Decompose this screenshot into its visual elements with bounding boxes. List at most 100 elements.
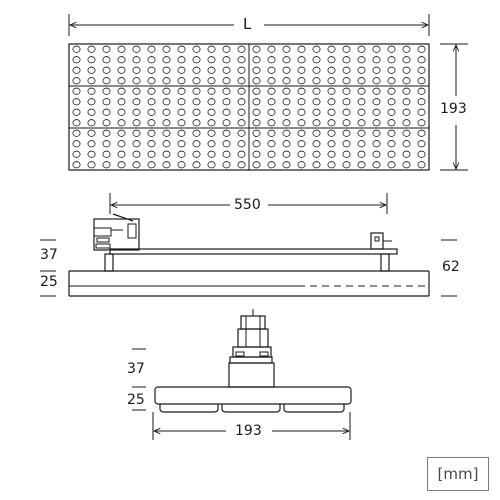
lens-dot (357, 108, 366, 116)
lens-dot (372, 150, 381, 158)
lens-dot (222, 161, 231, 169)
unit-badge: [mm] (427, 457, 489, 491)
lens-dot (282, 87, 291, 95)
lens-dot (237, 119, 246, 127)
lens-dot (132, 161, 141, 169)
lens-dot (132, 45, 141, 53)
lens-dot (327, 119, 336, 127)
lens-dot (162, 98, 171, 106)
lens-dot (252, 66, 261, 74)
lens-dot (72, 77, 81, 85)
lens-dot (267, 161, 276, 169)
lens-dot (387, 87, 396, 95)
lens-dot (402, 129, 411, 137)
lens-dot (312, 161, 321, 169)
lens-dot (147, 150, 156, 158)
lens-dot (267, 87, 276, 95)
lens-dot (342, 98, 351, 106)
lens-dot (357, 56, 366, 64)
lens-dot (237, 140, 246, 148)
lens-dot (297, 119, 306, 127)
lens-dot (102, 140, 111, 148)
lens-dot (312, 140, 321, 148)
lens-dot (207, 119, 216, 127)
lens-dot (267, 108, 276, 116)
lens-dot (102, 108, 111, 116)
lens-dot (132, 87, 141, 95)
lens-dot (342, 140, 351, 148)
lens-dot (162, 45, 171, 53)
lens-dot (342, 77, 351, 85)
lens-dot (177, 119, 186, 127)
lens-dot (207, 66, 216, 74)
lens-dot (252, 119, 261, 127)
lens-dot (207, 98, 216, 106)
lens-dot (87, 129, 96, 137)
lens-dot (87, 108, 96, 116)
lens-dot (132, 140, 141, 148)
lens-dot (102, 119, 111, 127)
lens-dot (147, 119, 156, 127)
lens-dot (177, 129, 186, 137)
lens-dot (117, 161, 126, 169)
lens-dot (267, 56, 276, 64)
lens-dot (237, 45, 246, 53)
lens-dot (297, 98, 306, 106)
lens-dot (372, 77, 381, 85)
lens-dot (102, 56, 111, 64)
lens-dot (192, 77, 201, 85)
lens-dot (282, 119, 291, 127)
lens-dot (387, 140, 396, 148)
lens-dot (117, 129, 126, 137)
lens-dot (282, 45, 291, 53)
lens-dot (102, 161, 111, 169)
lens-dot (357, 45, 366, 53)
lens-dot (417, 119, 426, 127)
lens-dot (102, 45, 111, 53)
lens-dot (72, 119, 81, 127)
lens-dot (267, 98, 276, 106)
lens-dot (147, 45, 156, 53)
lens-dot (72, 129, 81, 137)
track-rail (109, 248, 398, 255)
lens-dot (387, 119, 396, 127)
front-width-label: 193 (235, 423, 262, 439)
lens-dot (132, 66, 141, 74)
lens-dot (87, 161, 96, 169)
top-length-label: L (243, 15, 252, 33)
lens-dot (117, 66, 126, 74)
lens-dot (282, 140, 291, 148)
lens-dot (162, 77, 171, 85)
lens-dot (132, 77, 141, 85)
side-upper-label: 37 (40, 247, 58, 263)
lens-dot (252, 129, 261, 137)
lens-dot (117, 45, 126, 53)
lens-dot (297, 140, 306, 148)
lens-dot (387, 98, 396, 106)
lens-dot (132, 150, 141, 158)
lens-dot (252, 45, 261, 53)
lens-dot (222, 56, 231, 64)
lens-dot (207, 108, 216, 116)
front-upper-label: 37 (127, 361, 145, 377)
front-view (132, 309, 352, 440)
lens-dot (417, 140, 426, 148)
lens-dot (87, 119, 96, 127)
lens-dot (222, 119, 231, 127)
lens-grid (72, 45, 426, 169)
lens-dot (282, 129, 291, 137)
lens-dot (72, 45, 81, 53)
lens-dot (342, 45, 351, 53)
unit-label: [mm] (437, 465, 479, 483)
lens-dot (87, 87, 96, 95)
lens-dot (282, 66, 291, 74)
lens-dot (222, 98, 231, 106)
lens-dot (267, 119, 276, 127)
lens-dot (147, 161, 156, 169)
hanger-left (104, 253, 114, 272)
lens-dot (207, 45, 216, 53)
lens-dot (297, 108, 306, 116)
lens-dot (177, 66, 186, 74)
lens-dot (252, 140, 261, 148)
lens-dot (162, 129, 171, 137)
